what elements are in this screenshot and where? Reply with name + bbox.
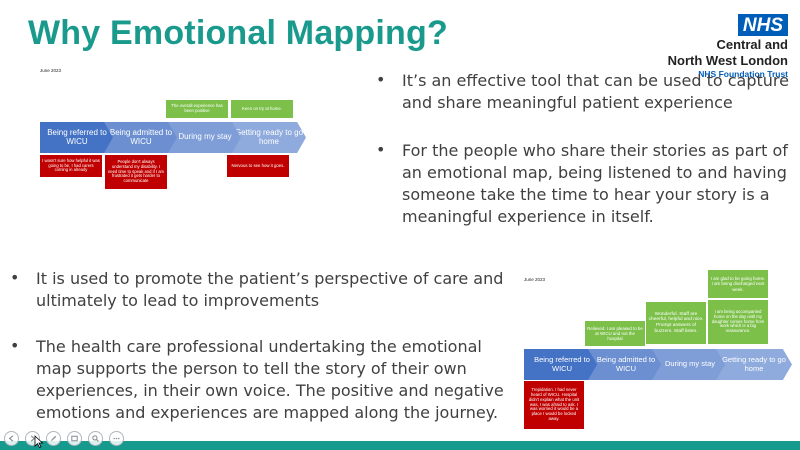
more-icon[interactable]	[109, 431, 124, 446]
journey-stage-arrow: Getting ready to go home	[716, 349, 792, 380]
prev-icon[interactable]	[4, 431, 19, 446]
negative-note: People don't always understand my disabi…	[105, 155, 167, 189]
positive-note: The overall experience has been positive	[166, 100, 228, 118]
positive-note: I am glad to be going home. I am being d…	[708, 270, 768, 298]
zoom-icon[interactable]	[88, 431, 103, 446]
journey-stage-arrow: During my stay	[652, 349, 728, 380]
bullet-item: • It is used to promote the patient’s pe…	[10, 268, 515, 312]
slides-icon[interactable]	[67, 431, 82, 446]
nhs-org-line1: Central and	[716, 37, 788, 52]
left-bullet-list: • It is used to promote the patient’s pe…	[10, 268, 515, 424]
nhs-org-line2: North West London	[667, 53, 788, 68]
bullet-text: For the people who share their stories a…	[402, 141, 788, 226]
nhs-logo-block: NHS Central and North West London NHS Fo…	[668, 14, 788, 79]
bullet-text: The health care professional undertaking…	[36, 337, 504, 422]
journey-stage-arrow: During my stay	[168, 122, 242, 153]
journey-stage-arrow: Being referred to WICU	[40, 122, 114, 153]
bullet-text: It’s an effective tool that can be used …	[402, 71, 789, 112]
nhs-logo: NHS	[737, 14, 788, 36]
journey-stage-arrow: Being referred to WICU	[524, 349, 600, 380]
bullet-item: • The health care professional undertaki…	[10, 336, 515, 424]
journey-stage-arrow: Getting ready to go home	[232, 122, 306, 153]
bullet-item: • For the people who share their stories…	[376, 140, 796, 228]
positive-note: Relieved. I am pleased to be at WICU and…	[585, 321, 645, 346]
emotional-map-example-2: June 2023 I am glad to be going home. I …	[522, 270, 798, 435]
journey-stage-arrow: Being admitted to WICU	[104, 122, 178, 153]
journey-stage-arrow: Being admitted to WICU	[588, 349, 664, 380]
positive-note: I am being accompanied home on the day u…	[708, 300, 768, 344]
pen-icon[interactable]	[46, 431, 61, 446]
emotional-map-example-1: June 2023 The overall experience has bee…	[38, 64, 308, 194]
positive-note: Keen on try at home.	[231, 100, 293, 118]
bullet-item: • It’s an effective tool that can be use…	[376, 70, 796, 114]
right-bullet-list: • It’s an effective tool that can be use…	[376, 70, 796, 228]
negative-note: Nervous to see how it goes.	[227, 155, 289, 177]
mouse-cursor-icon	[34, 435, 44, 448]
negative-note: I wasn't sure how helpful it was going t…	[40, 155, 102, 177]
map-date: June 2023	[524, 277, 546, 282]
bullet-text: It is used to promote the patient’s pers…	[36, 269, 504, 310]
nhs-trust-name: NHS Foundation Trust	[698, 69, 788, 79]
map-date: June 2023	[40, 68, 62, 73]
footer-bar	[0, 441, 800, 450]
positive-note: Wonderful. Staff are cheerful, helpful a…	[646, 302, 706, 344]
slide-title: Why Emotional Mapping?	[28, 14, 448, 52]
negative-note: Trepidation. I had never heard of WICU. …	[524, 381, 584, 429]
slideshow-controls	[4, 431, 124, 446]
